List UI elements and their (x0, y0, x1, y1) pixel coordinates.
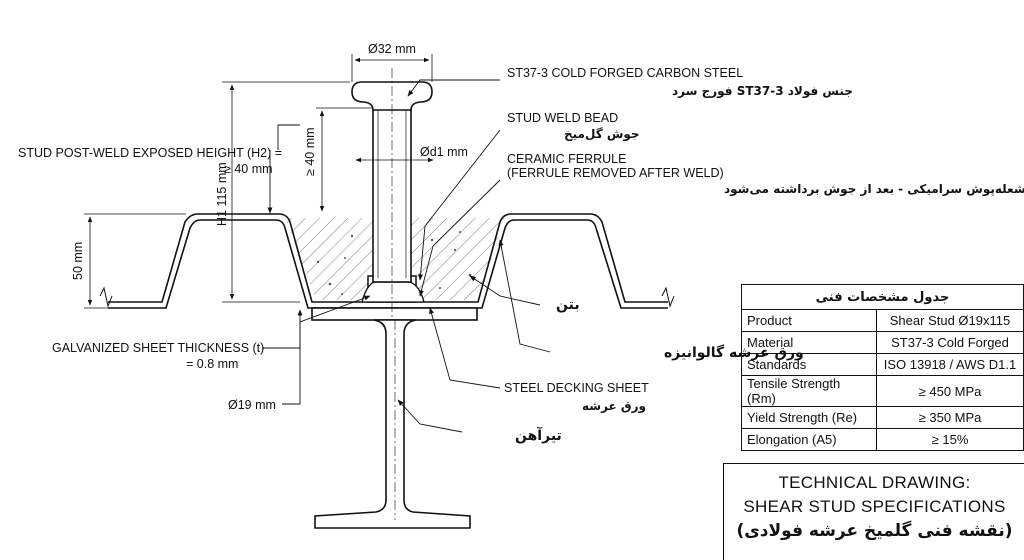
label-decking-fa: ورق عرشه (582, 399, 646, 414)
label-rib-depth: 50 mm (71, 242, 85, 280)
spec-value: Shear Stud Ø19x115 (876, 309, 1024, 332)
dim-exposed-height (316, 107, 372, 212)
label-weld-bead-fa: جوش گل‌میخ (564, 127, 640, 142)
dim-h1 (222, 81, 350, 303)
break-line-right (661, 286, 675, 308)
spec-key: Standards (741, 353, 877, 376)
table-row: Tensile Strength (Rm)≥ 450 MPa (741, 375, 1024, 407)
label-thickness-line1: GALVANIZED SHEET THICKNESS (t) (52, 341, 264, 355)
label-ferrule-en-2: (FERRULE REMOVED AFTER WELD) (507, 166, 724, 180)
spec-value: ST37-3 Cold Forged (876, 331, 1024, 354)
label-beam-fa: تیرآهن (515, 426, 562, 444)
label-decking-en: STEEL DECKING SHEET (504, 381, 649, 395)
spec-key: Product (741, 309, 877, 332)
label-exposed-height: ≥ 40 mm (303, 127, 317, 176)
label-beam-diameter: Ø19 mm (228, 398, 276, 412)
label-h1: H1 115 mm (215, 162, 229, 226)
spec-key: Yield Strength (Re) (741, 406, 877, 429)
label-ferrule-en-1: CERAMIC FERRULE (507, 152, 626, 166)
label-h2-line1: STUD POST-WELD EXPOSED HEIGHT (H2) = (18, 146, 282, 160)
label-ferrule-fa: شعله‌پوش سرامیکی - بعد از جوش برداشته می… (724, 182, 1024, 197)
label-weld-bead-en: STUD WELD BEAD (507, 111, 618, 125)
label-h2-line2: ≥ 40 mm (224, 162, 273, 176)
break-line-left (99, 286, 113, 308)
leader-lines (262, 79, 551, 433)
spec-key: Material (741, 331, 877, 354)
spec-value: ≥ 15% (876, 428, 1024, 451)
table-row: Elongation (A5)≥ 15% (741, 428, 1024, 451)
spec-value: ≥ 450 MPa (876, 375, 1024, 407)
label-material-fa: جنس فولاد ST37-3 فورج سرد (672, 84, 853, 99)
label-head-diameter: Ø32 mm (368, 42, 416, 56)
concrete-aggregate-dots (316, 231, 472, 295)
spec-table-title: جدول مشخصات فنی (741, 284, 1024, 310)
label-thickness-line2: = 0.8 mm (186, 357, 238, 371)
label-material-en: ST37-3 COLD FORGED CARBON STEEL (507, 66, 743, 80)
steel-i-beam (311, 307, 478, 529)
spec-key: Elongation (A5) (741, 428, 877, 451)
dim-rib-depth (84, 213, 186, 309)
weld-bead (361, 281, 425, 303)
title-block: TECHNICAL DRAWING: SHEAR STUD SPECIFICAT… (723, 463, 1024, 560)
label-concrete-fa: بتن (556, 297, 580, 313)
spec-value: ISO 13918 / AWS D1.1 (876, 353, 1024, 376)
dim-head-diameter (351, 54, 433, 82)
spec-value: ≥ 350 MPa (876, 406, 1024, 429)
label-shank-diameter: Ød1 mm (420, 145, 468, 159)
spec-key: Tensile Strength (Rm) (741, 375, 877, 407)
title-line-1: TECHNICAL DRAWING: (778, 473, 971, 492)
title-line-3: (نقشه فنی گلمیخ عرشه فولادی) (736, 521, 1013, 541)
table-row: Yield Strength (Re)≥ 350 MPa (741, 406, 1024, 429)
title-line-2: SHEAR STUD SPECIFICATIONS (743, 497, 1006, 516)
